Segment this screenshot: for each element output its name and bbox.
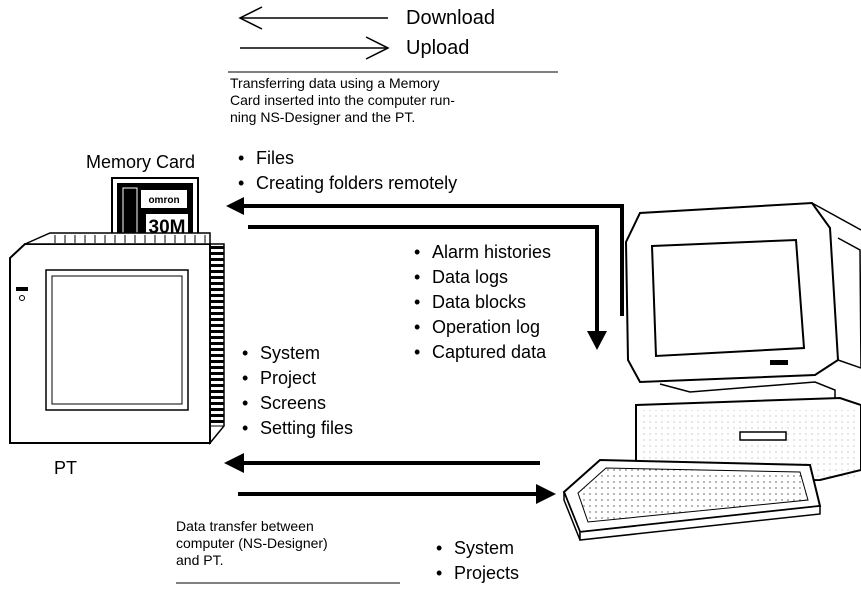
download-legend-arrow-icon	[238, 6, 388, 30]
list-item: System	[436, 536, 519, 561]
computer-monitor-icon	[624, 201, 861, 384]
cable-note-line: computer (NS-Designer)	[176, 535, 328, 551]
memory-card-note-line: ning NS-Designer and the PT.	[230, 109, 416, 125]
memory-card-note-line: Transferring data using a Memory	[230, 75, 440, 91]
list-item: Project	[242, 366, 353, 391]
memory-card-label: Memory Card	[86, 152, 196, 172]
card-download-arrow-icon	[248, 225, 607, 350]
list-item: Data blocks	[414, 290, 551, 315]
pt-download-list: System Project Screens Setting files	[242, 341, 353, 441]
download-legend-label: Download	[406, 7, 495, 29]
keyboard-icon	[562, 458, 822, 541]
pt-upload-arrow-icon	[238, 484, 556, 504]
card-upload-list: Files Creating folders remotely	[238, 146, 457, 196]
list-item: Alarm histories	[414, 240, 551, 265]
list-item: Data logs	[414, 265, 551, 290]
upload-legend-arrow-icon	[240, 36, 390, 60]
list-item: Projects	[436, 561, 519, 586]
list-item: Operation log	[414, 315, 551, 340]
cable-note-line: Data transfer between	[176, 518, 314, 534]
svg-text:omron: omron	[148, 195, 179, 206]
memory-card-note-line: Card inserted into the computer run-	[230, 92, 455, 108]
list-item: Creating folders remotely	[238, 171, 457, 196]
upload-legend-label: Upload	[406, 37, 470, 59]
pt-upload-list: System Projects	[436, 536, 519, 586]
cable-note-line: and PT.	[176, 552, 224, 568]
list-item: Screens	[242, 391, 353, 416]
card-upload-arrow-icon	[226, 197, 624, 316]
pt-panel-icon	[9, 232, 225, 446]
list-item: Files	[238, 146, 457, 171]
pt-download-arrow-icon	[224, 453, 540, 473]
list-item: System	[242, 341, 353, 366]
list-item: Setting files	[242, 416, 353, 441]
memory-card-icon: omron 30M	[111, 177, 199, 247]
cable-note: Data transfer between computer (NS-Desig…	[176, 518, 396, 569]
pt-label: PT	[54, 458, 78, 478]
list-item: Captured data	[414, 340, 551, 365]
memory-card-note: Transferring data using a Memory Card in…	[230, 75, 560, 126]
card-download-list: Alarm histories Data logs Data blocks Op…	[414, 240, 551, 365]
